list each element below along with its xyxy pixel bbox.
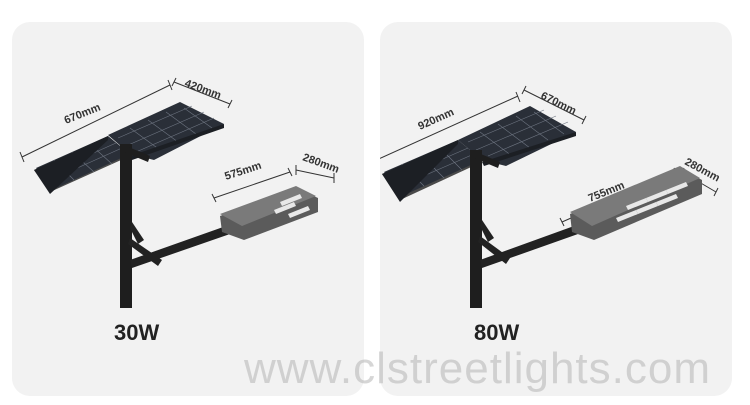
street-light-illustration: 670mm 420mm 575mm 280mm [19,78,341,308]
product-card-30w: 670mm 420mm 575mm 280mm 30W [12,22,364,396]
watermark: www.clstreetlights.com [244,344,712,393]
street-light-illustration: 920mm 670mm 755mm 280mm [380,85,722,308]
lamp-length-label: 575mm [223,160,263,183]
power-label: 30W [114,320,160,345]
panel-length-label: 920mm [416,106,456,132]
panel-length-label: 670mm [63,101,103,126]
power-label: 80W [474,320,520,345]
panel-width-label: 670mm [539,90,579,118]
panel-width-label: 420mm [183,78,223,102]
product-card-80w: 920mm 670mm 755mm 280mm 80W [380,22,732,396]
